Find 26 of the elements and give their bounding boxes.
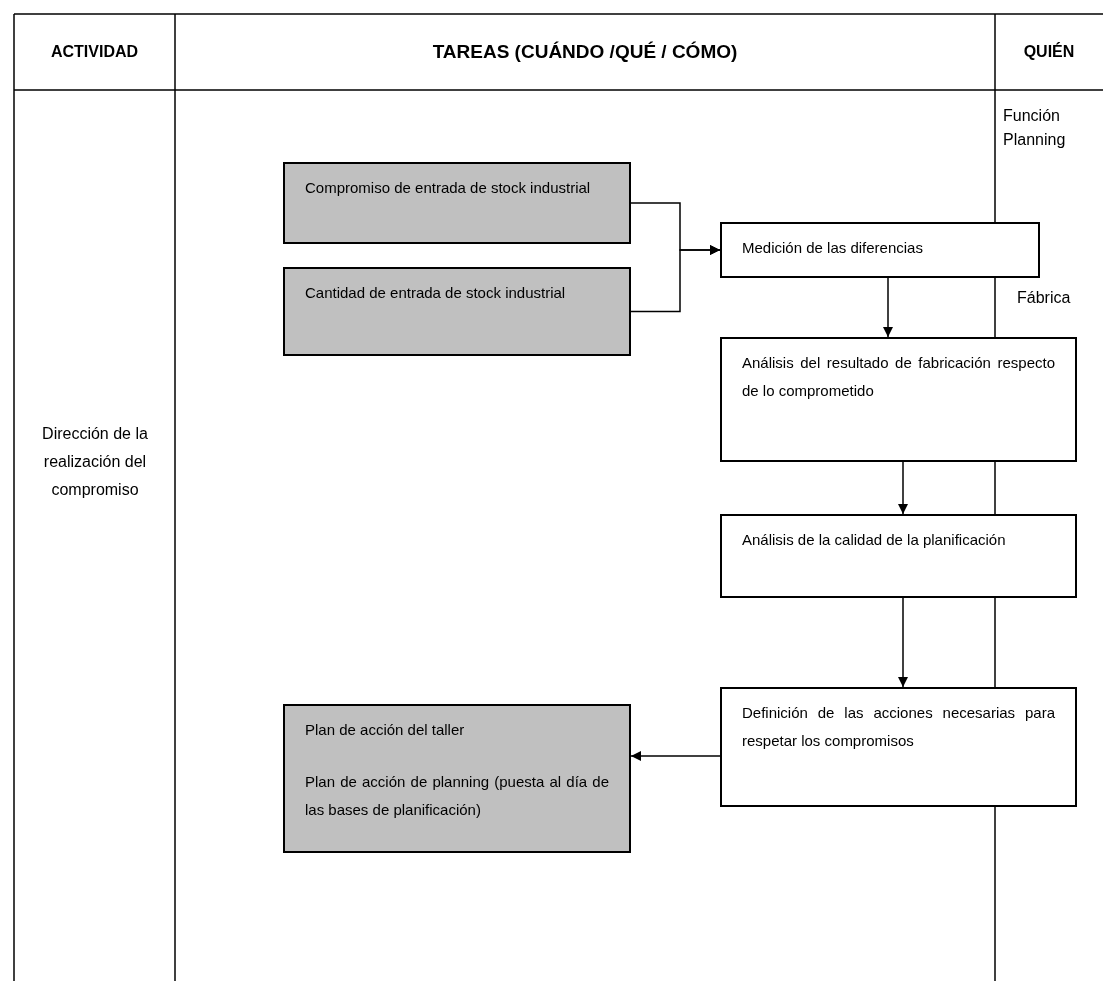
- input-output-box: [283, 162, 631, 244]
- box-text: Medición de las diferencias: [742, 238, 924, 258]
- input-output-box: [283, 267, 631, 356]
- box-text: Plan de acción de planning (puesta al día de las bases de planificación): [305, 772, 609, 820]
- arrow: [883, 277, 893, 338]
- role-text: Función Planning: [1003, 106, 1067, 150]
- box-text: Análisis de la calidad de la planificación: [742, 530, 1007, 550]
- arrow: [898, 461, 908, 515]
- box-text: Análisis del resultado de fabricación respecto de lo comprometido: [742, 353, 1055, 401]
- box-text: Definición de las acciones necesarias para respetar los compromisos: [742, 703, 1055, 751]
- box-text: Plan de acción del taller: [305, 720, 466, 740]
- activity-text: Dirección de la realización del compromiso: [41, 424, 149, 500]
- box-text: Cantidad de entrada de stock industrial: [305, 283, 567, 303]
- role-text: Fábrica: [1017, 288, 1072, 308]
- box-text: Compromiso de entrada de stock industrial: [305, 178, 592, 198]
- column-header: TAREAS (CUÁNDO /QUÉ / CÓMO): [432, 40, 738, 64]
- process-box: [720, 222, 1040, 278]
- process-box: [720, 687, 1077, 807]
- process-box: [720, 337, 1077, 462]
- arrow: [630, 751, 721, 761]
- arrow: [898, 597, 908, 688]
- column-header: ACTIVIDAD: [50, 42, 139, 62]
- input-output-box: [283, 704, 631, 853]
- arrow: [630, 245, 721, 313]
- process-box: [720, 514, 1077, 598]
- column-header: QUIÉN: [1023, 41, 1075, 62]
